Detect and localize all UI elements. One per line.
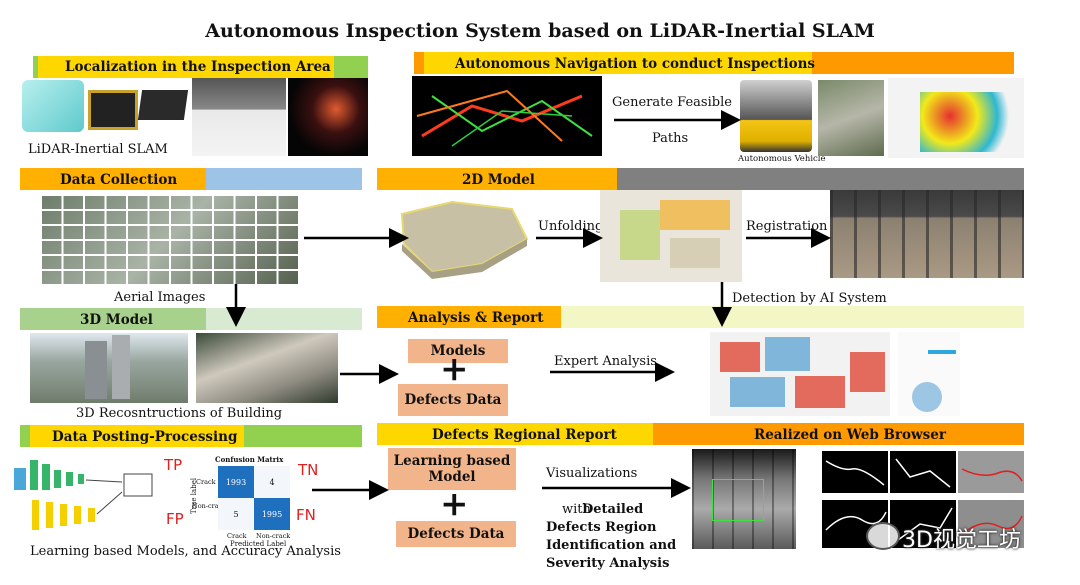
imu-chip-image	[88, 90, 138, 130]
bar-2d-model	[377, 168, 617, 190]
learning-model-box-line2: Model	[428, 469, 476, 485]
label-3d-reconstructions: 3D Recosntructions of Building	[76, 406, 283, 421]
label-fp: FP	[166, 510, 184, 528]
label-navigation: Autonomous Navigation to conduct Inspect…	[455, 56, 816, 72]
building-3d-model-image	[196, 333, 338, 403]
label-regional-report: Defects Regional Report	[432, 427, 617, 443]
defect-3d-visual-image	[710, 332, 890, 416]
confusion-col-label-crack: Crack	[227, 532, 247, 540]
bar-post-processing	[30, 425, 244, 447]
label-registration: Registration	[746, 219, 828, 234]
crack-overlay-1-image	[958, 451, 1024, 493]
label-3d-model: 3D Model	[80, 312, 153, 328]
bar-data-collection	[20, 168, 206, 190]
defects-data-box-1: Defects Data	[398, 384, 508, 416]
label-detailed-1: Detailed	[582, 502, 644, 517]
label-2d-model: 2D Model	[462, 172, 535, 188]
label-autonomous-vehicle: Autonomous Vehicle	[738, 154, 826, 164]
learning-model-box: Learning based Model	[388, 448, 516, 490]
confusion-col-label-noncrack: Non-crack	[256, 532, 291, 540]
label-detection-ai: Detection by AI System	[732, 291, 887, 306]
crack-mask-2-image	[890, 451, 956, 493]
vehicle-field-image	[818, 80, 884, 156]
label-tp: TP	[164, 456, 183, 474]
label-fn: FN	[296, 506, 316, 524]
navigation-map-paths	[416, 89, 593, 147]
crack-overlay-2-image	[958, 500, 1024, 548]
label-learning-models-accuracy: Learning based Models, and Accuracy Anal…	[30, 544, 341, 559]
bar-navigation	[424, 52, 812, 74]
label-lidar-slam: LiDAR-Inertial SLAM	[28, 142, 168, 157]
slam-screenshot-image	[192, 78, 286, 156]
label-expert-analysis: Expert Analysis	[554, 354, 657, 369]
label-detailed-4: Severity Analysis	[546, 556, 670, 571]
wechat-icon	[866, 522, 900, 550]
confusion-cell-tp: 1993	[218, 466, 254, 498]
floor-plan-image	[600, 190, 742, 282]
label-analysis-report: Analysis & Report	[408, 310, 544, 326]
label-detailed-3: Identification and	[546, 538, 677, 553]
label-tn: TN	[298, 461, 319, 479]
learning-model-box-line1: Learning based	[393, 453, 511, 469]
facade-image	[830, 190, 1024, 278]
confusion-matrix-xlabel: Predicted Label	[230, 540, 287, 548]
confusion-cell-fp: 5	[218, 498, 254, 530]
bar-regional-report	[377, 423, 653, 445]
label-visualizations: Visualizations	[546, 466, 638, 481]
label-post-processing: Data Posting-Processing	[52, 429, 238, 445]
building-footprint-image	[392, 194, 534, 280]
network-architecture-image	[12, 452, 162, 542]
slam-pointcloud-image	[288, 78, 368, 156]
plus-sign-2: +	[440, 484, 469, 524]
bar-3d-model	[20, 308, 206, 330]
autonomous-vehicle-image	[740, 80, 812, 152]
building-footprint-shape	[400, 200, 529, 279]
label-localization: Localization in the Inspection Area	[65, 59, 331, 75]
plus-sign-1: +	[440, 349, 469, 389]
confusion-row-label-noncrack: Non-crack	[192, 502, 227, 510]
defect-region-facade-image	[692, 449, 796, 549]
label-with: with	[562, 502, 591, 517]
bar-localization	[38, 56, 334, 78]
confusion-matrix-title: Confusion Matrix	[215, 455, 284, 464]
label-web-browser: Realized on Web Browser	[754, 427, 946, 443]
confusion-cell-fn: 4	[254, 466, 290, 498]
label-detailed-2: Defects Region	[546, 520, 657, 535]
city-3d-model-image	[30, 333, 188, 403]
models-box: Models	[408, 339, 508, 363]
label-aerial-images: Aerial Images	[114, 290, 206, 305]
network-architecture-shape	[14, 460, 153, 530]
lidar-sensor-image	[22, 80, 84, 132]
navigation-map-image	[412, 76, 602, 156]
confusion-row-label-crack: Crack	[196, 478, 216, 486]
label-data-collection: Data Collection	[60, 172, 178, 188]
label-generate-paths-2: Paths	[652, 131, 689, 146]
defect-stats-panel-image	[898, 332, 960, 416]
heatmap-screenshot-image	[888, 78, 1024, 158]
aerial-images-grid	[40, 194, 298, 284]
diagram-title: Autonomous Inspection System based on Li…	[205, 20, 875, 42]
confusion-cell-tn: 1995	[254, 498, 290, 530]
crack-mask-4-image	[890, 500, 956, 548]
label-generate-paths-1: Generate Feasible	[612, 95, 732, 110]
watermark-text: 3D视觉工坊	[902, 528, 1021, 553]
bar-analysis	[377, 306, 561, 328]
crack-mask-1-image	[822, 451, 888, 493]
defects-data-box-2: Defects Data	[396, 521, 516, 547]
